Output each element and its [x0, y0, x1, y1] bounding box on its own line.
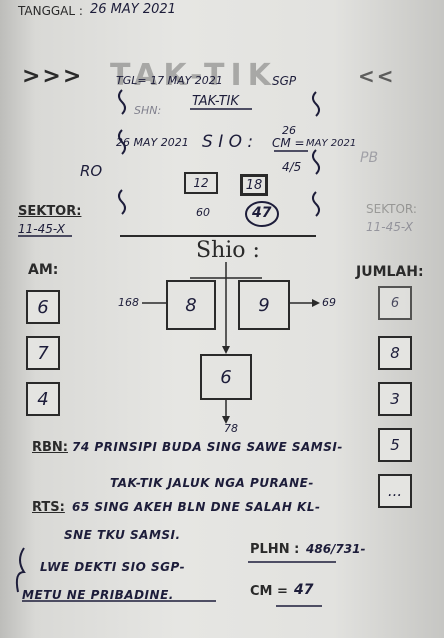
- rbn-line-1: 74 PRINSIPI BUDA SING SAWE SAMSI-: [72, 440, 343, 454]
- note-fraction: 4/5: [282, 160, 302, 174]
- rbn-label: RBN:: [32, 440, 68, 455]
- diagram-left-input: 168: [118, 296, 139, 309]
- jumlah-label: JUMLAH:: [356, 264, 424, 280]
- tanggal-label: TANGGAL :: [18, 4, 83, 18]
- title-arrows-left: >>>: [22, 64, 84, 89]
- am-box-2: 7: [26, 336, 60, 370]
- diagram-box-b: 9: [238, 280, 290, 330]
- jumlah-box-3: 3: [378, 382, 412, 416]
- note-cm-label: CM =: [272, 136, 305, 150]
- title-text: TAK-TIK: [110, 58, 277, 93]
- note-sgp: SGP: [272, 74, 297, 88]
- closing-line-1: LWE DEKTI SIO SGP-: [40, 560, 186, 574]
- shio-label: Shio :: [196, 238, 260, 263]
- am-box-1: 6: [26, 290, 60, 324]
- note-ro: RO: [80, 162, 103, 180]
- note-cm-month: MAY 2021: [306, 138, 357, 149]
- note-shn: SHN:: [134, 104, 162, 117]
- diagram-bottom-output: 78: [224, 422, 238, 435]
- closing-line-2: METU NE PRIBADINE.: [22, 588, 174, 602]
- jumlah-box-5: ...: [378, 474, 412, 508]
- tanggal-value: 26 MAY 2021: [90, 2, 176, 17]
- note-tgl: TGL= 17 MAY 2021: [116, 74, 223, 87]
- plhn-value: 486/731-: [306, 542, 366, 556]
- note-below-right: 47: [252, 205, 272, 221]
- sektor-right-value: 11-45-X: [366, 220, 413, 234]
- am-box-3: 4: [26, 382, 60, 416]
- note-tgl2: 26 MAY 2021: [116, 136, 189, 149]
- rbn-line-2: TAK-TIK JALUK NGA PURANE-: [110, 476, 314, 490]
- sektor-left-label: SEKTOR:: [18, 204, 82, 219]
- cm-label: CM =: [250, 584, 288, 599]
- rts-line-1: 65 SING AKEH BLN DNE SALAH KL-: [72, 500, 321, 514]
- sektor-right-label: SEKTOR:: [366, 202, 417, 216]
- jumlah-box-2: 8: [378, 336, 412, 370]
- diagram-box-a: 8: [166, 280, 216, 330]
- note-right-ghost: PB: [360, 150, 379, 166]
- note-box-left: 12: [184, 172, 218, 194]
- rts-line-2: SNE TKU SAMSI.: [64, 528, 181, 542]
- sektor-left-value: 11-45-X: [18, 222, 65, 236]
- note-taktik: TAK-TIK: [192, 94, 239, 109]
- rts-label: RTS:: [32, 500, 65, 515]
- note-box-right: 18: [240, 174, 268, 196]
- note-sio: S I O :: [202, 132, 254, 152]
- diagram-box-c: 6: [200, 354, 252, 400]
- am-label: AM:: [28, 262, 59, 278]
- plhn-label: PLHN :: [250, 542, 300, 557]
- jumlah-box-4: 5: [378, 428, 412, 462]
- note-cm-day: 26: [282, 124, 296, 137]
- jumlah-box-1: 6: [378, 286, 412, 320]
- note-below-left: 60: [196, 206, 210, 219]
- cm-value: 47: [294, 582, 314, 598]
- title-arrows-right: <<: [358, 64, 396, 88]
- diagram-right-output: 69: [322, 296, 336, 309]
